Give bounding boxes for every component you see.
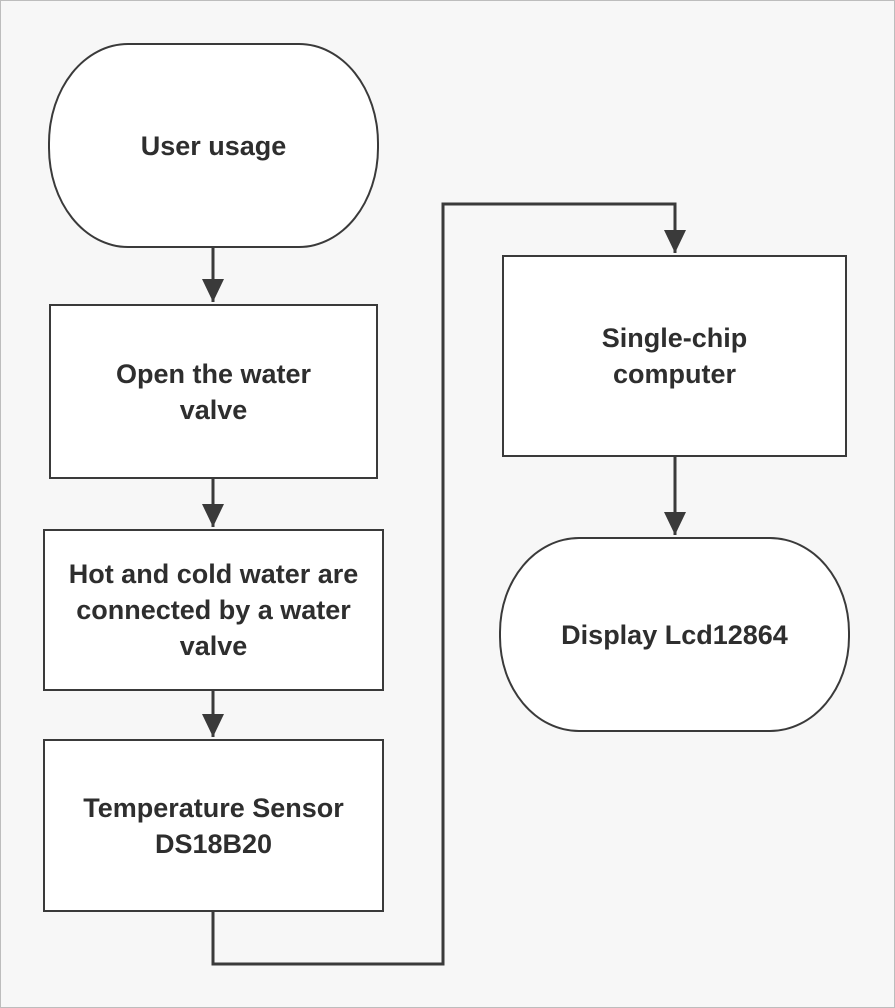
arrowhead-icon [202, 714, 224, 737]
arrowhead-icon [664, 512, 686, 535]
node-temperature-sensor: Temperature Sensor DS18B20 [43, 739, 384, 912]
node-hot-cold-water: Hot and cold water are connected by a wa… [43, 529, 384, 691]
arrowhead-icon [202, 279, 224, 302]
node-label: User usage [140, 130, 287, 161]
node-label: Single-chip computer [601, 323, 748, 389]
node-open-water-valve: Open the water valve [49, 304, 378, 479]
node-user-usage: User usage [48, 43, 379, 248]
edge-temp-sensor-to-single-chip [211, 202, 677, 966]
node-label: Hot and cold water are connected by a wa… [68, 559, 359, 661]
node-label: Temperature Sensor DS18B20 [83, 792, 344, 859]
node-label: Open the water valve [115, 358, 312, 425]
node-single-chip-computer: Single-chip computer [502, 255, 847, 457]
arrowhead-icon [664, 230, 686, 253]
node-display-lcd: Display Lcd12864 [499, 537, 850, 732]
arrowhead-icon [202, 504, 224, 527]
node-label: Display Lcd12864 [561, 619, 788, 650]
